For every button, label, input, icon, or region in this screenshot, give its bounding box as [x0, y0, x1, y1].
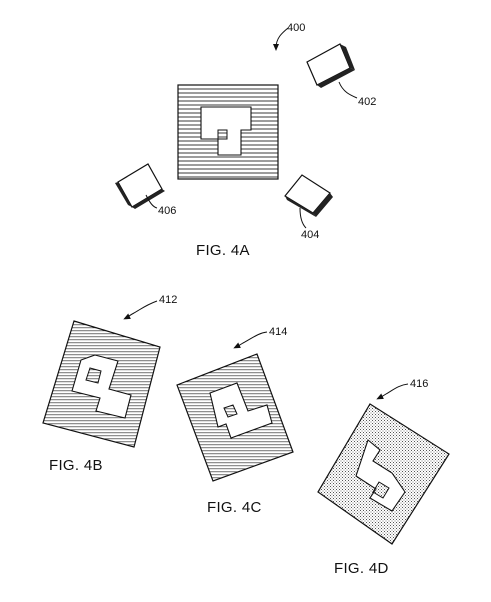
fig-4d-caption: FIG. 4D — [334, 560, 389, 577]
ref-414-label: 414 — [269, 326, 287, 338]
camera-404 — [284, 174, 333, 217]
camera-406 — [115, 163, 165, 209]
ref-406-leader — [145, 194, 158, 209]
camera-402 — [306, 43, 355, 88]
fig-4b-caption: FIG. 4B — [49, 457, 103, 474]
ref-416-leader — [376, 383, 409, 400]
ref-412-leader — [123, 300, 158, 320]
ref-406-label: 406 — [158, 205, 176, 217]
fiducial-marker-412 — [42, 320, 161, 448]
fig-4c-caption: FIG. 4C — [207, 499, 262, 516]
fiducial-marker-414 — [176, 353, 294, 482]
fiducial-marker-416 — [317, 403, 450, 545]
ref-404-leader — [299, 207, 307, 229]
ref-402-label: 402 — [358, 96, 376, 108]
ref-404-label: 404 — [301, 229, 319, 241]
ref-414-leader — [233, 331, 268, 349]
fig-4a-caption: FIG. 4A — [196, 242, 250, 259]
ref-400-label: 400 — [287, 22, 305, 34]
ref-412-label: 412 — [159, 294, 177, 306]
fig-4d: 416 FIG. 4D — [317, 378, 450, 577]
ref-416-label: 416 — [410, 378, 428, 390]
ref-400-leader — [273, 27, 289, 51]
fig-4c: 414 FIG. 4C — [176, 326, 294, 516]
ref-402-leader — [338, 81, 358, 99]
fiducial-marker-400 — [177, 84, 279, 180]
fig-4a: 400 402 404 406 FIG. 4A — [115, 22, 376, 259]
fig-4b: 412 FIG. 4B — [42, 294, 177, 474]
